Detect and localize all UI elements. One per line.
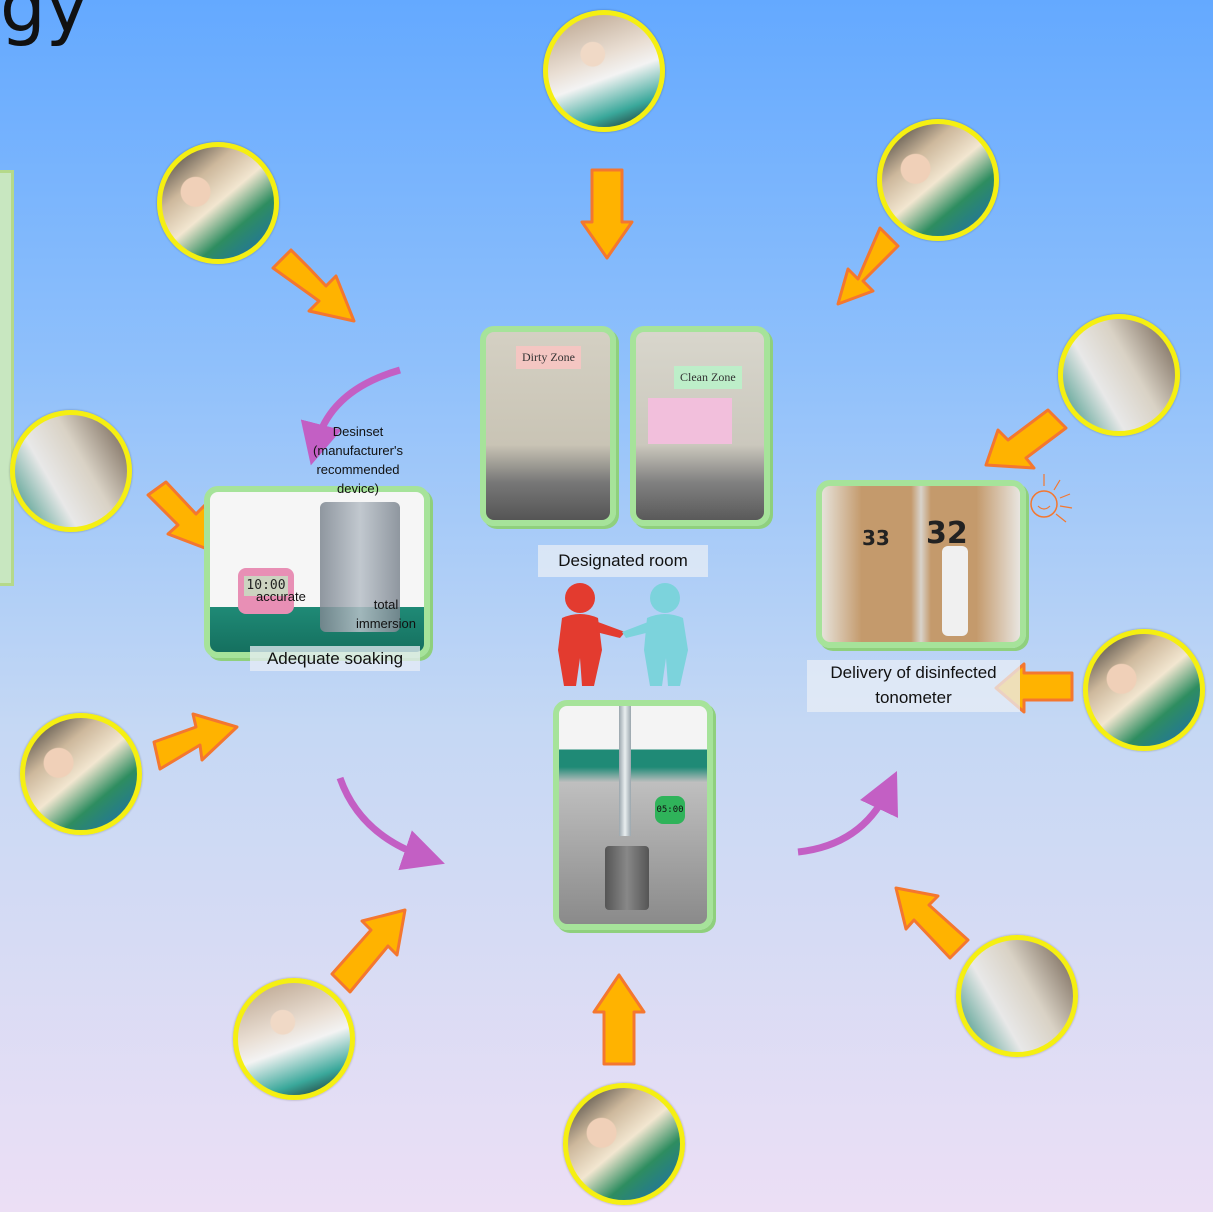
arrow-right-upper: [984, 408, 1068, 470]
curve-right-bottom: [797, 771, 898, 856]
clean-zone-photo: Clean Zone: [630, 326, 770, 526]
arrow-bottom-left: [330, 908, 407, 994]
clean-zone-sign: Clean Zone: [674, 366, 742, 389]
arrow-left-lower: [152, 712, 239, 771]
photo-circle-top: [543, 10, 665, 132]
photo-circle-left-lower: [20, 713, 142, 835]
label-adequate-soaking: Adequate soaking: [250, 646, 420, 671]
photo-circle-left-middle: [10, 410, 132, 532]
photo-circle-bottom: [563, 1083, 685, 1205]
curve-left-bottom: [336, 776, 445, 871]
arrow-bottom-right: [894, 886, 970, 960]
label-delivery: Delivery of disinfected tonometer: [807, 660, 1020, 712]
clean-zone-poster: [648, 398, 732, 444]
arrow-top-left: [271, 248, 356, 323]
room-number-a: 33: [862, 526, 890, 550]
label-designated-room: Designated room: [538, 545, 708, 577]
dirty-zone-sign: Dirty Zone: [516, 346, 581, 369]
room-number-b: 32: [926, 516, 968, 551]
title-fragment: gy: [0, 0, 89, 48]
soaking-photo: 10:00: [204, 486, 430, 658]
note-immersion: total immersion: [356, 597, 416, 631]
timer-display: 10:00: [244, 576, 288, 596]
delivery-photo: 33 32: [816, 480, 1026, 648]
photo-circle-bottom-left: [233, 978, 355, 1100]
rinse-container: [605, 846, 649, 910]
photo-circle-right-upper: [1058, 314, 1180, 436]
handshake-figures: [558, 583, 688, 686]
rinse-faucet: [619, 706, 631, 836]
device-note: Desinset (manufacturer's recommended dev…: [313, 424, 403, 496]
delivery-person: [942, 546, 968, 636]
arrow-bottom: [592, 973, 646, 1066]
rinse-timer: 05:00: [655, 796, 685, 824]
rinse-photo: 05:00: [553, 700, 713, 930]
note-accurate: accurate: [256, 589, 306, 604]
dirty-zone-photo: Dirty Zone: [480, 326, 616, 526]
arrow-top-right: [836, 226, 900, 306]
arrow-left-middle: [146, 480, 212, 552]
timer-device: 10:00: [238, 568, 294, 614]
photo-circle-top-right: [877, 119, 999, 241]
photo-circle-top-left: [157, 142, 279, 264]
arrow-top: [580, 168, 634, 260]
soaking-container: [320, 502, 400, 632]
photo-circle-bottom-right: [956, 935, 1078, 1057]
curve-soak: [300, 366, 401, 466]
photo-circle-right-lower: [1083, 629, 1205, 751]
sun-icon: [1030, 474, 1073, 523]
